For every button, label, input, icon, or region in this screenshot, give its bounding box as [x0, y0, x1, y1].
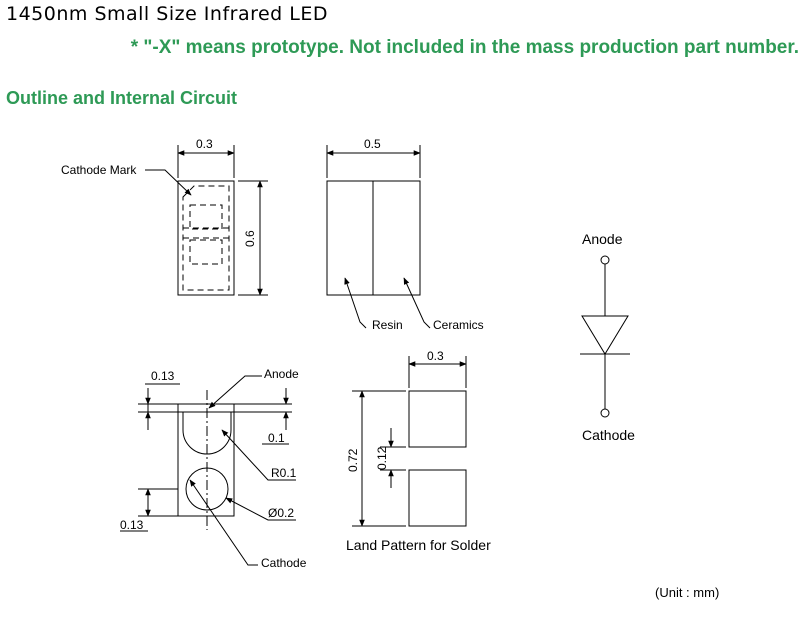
internal-circuit — [580, 255, 630, 418]
page-title: 1450nm Small Size Infrared LED — [6, 3, 328, 25]
side-view — [326, 145, 431, 329]
radius-label: R0.1 — [271, 466, 297, 480]
unit-note: (Unit : mm) — [655, 585, 720, 600]
bottom-offset-bottom-dim: 0.13 — [120, 518, 144, 532]
anode-terminal — [600, 255, 610, 265]
resin-label: Resin — [372, 318, 403, 332]
land-gap-dim: 0.12 — [375, 446, 389, 470]
land-pad-top — [408, 390, 467, 448]
side-width-dim: 0.5 — [364, 137, 381, 151]
land-pattern — [352, 356, 467, 527]
bottom-anode-label: Anode — [264, 367, 299, 381]
circuit-anode-label: Anode — [582, 231, 623, 247]
cathode-mark-label: Cathode Mark — [61, 163, 137, 177]
ceramics-label: Ceramics — [433, 318, 484, 332]
diode-symbol — [581, 315, 629, 355]
diameter-label: Ø0.2 — [268, 506, 294, 520]
pad-gap-dim: 0.1 — [268, 431, 285, 445]
land-pad-bottom — [408, 469, 467, 527]
land-width-dim: 0.3 — [427, 349, 444, 363]
top-view-body — [177, 180, 235, 296]
prototype-note: * "-X" means prototype. Not included in … — [130, 37, 799, 58]
top-width-dim: 0.3 — [196, 137, 213, 151]
top-height-dim: 0.6 — [243, 230, 257, 247]
land-total-height-dim: 0.72 — [346, 448, 360, 472]
circuit-cathode-label: Cathode — [582, 427, 635, 443]
bottom-view — [120, 375, 296, 566]
land-pattern-caption: Land Pattern for Solder — [346, 537, 491, 553]
cathode-terminal — [600, 408, 610, 418]
bottom-cathode-label: Cathode — [261, 556, 307, 570]
bottom-offset-top-dim: 0.13 — [151, 369, 175, 383]
section-title: Outline and Internal Circuit — [6, 88, 238, 108]
top-view — [145, 145, 268, 296]
